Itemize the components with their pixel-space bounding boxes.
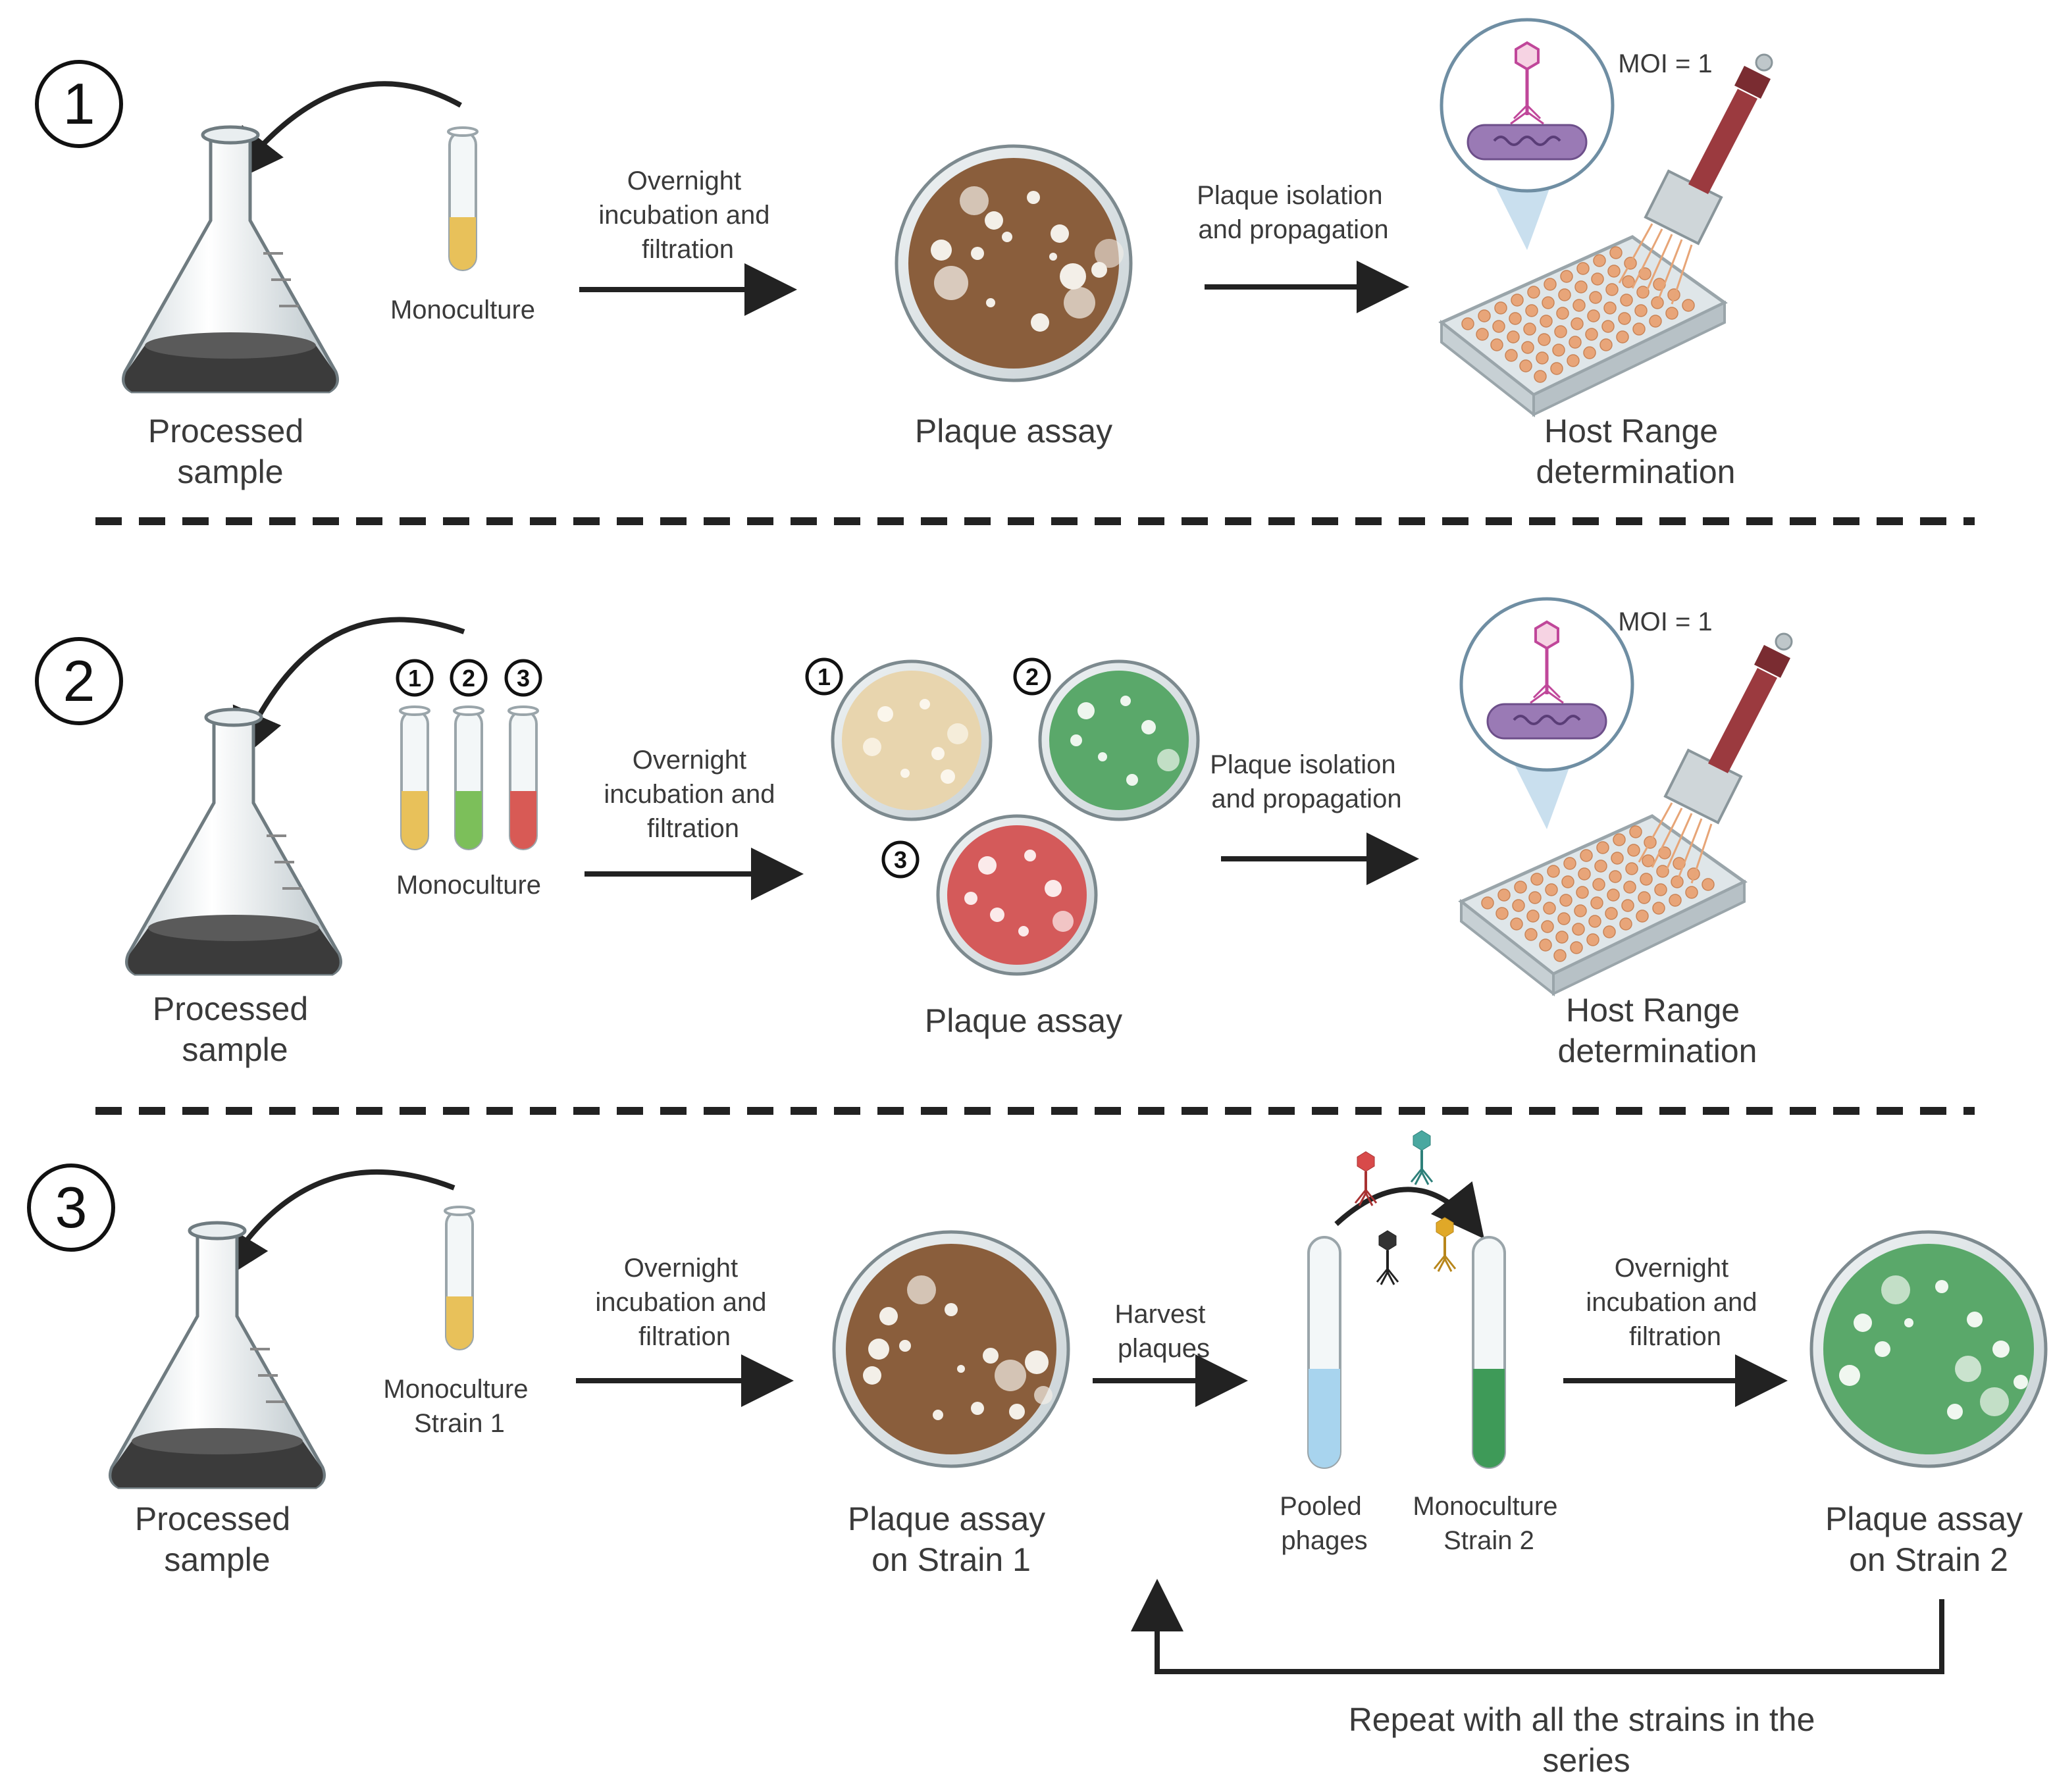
plate-number: 1 bbox=[818, 663, 831, 690]
plate-label: Plaque assay on Strain 1 bbox=[848, 1500, 1054, 1578]
test-tube-icon bbox=[453, 705, 484, 850]
pour-arrow bbox=[230, 81, 462, 183]
tube-number: 3 bbox=[517, 665, 530, 692]
step-label: Overnight incubation and filtration bbox=[598, 166, 777, 264]
step-label: Overnight incubation and filtration bbox=[1586, 1254, 1764, 1351]
plate-number-badge bbox=[805, 657, 1051, 879]
panel-3: 3 Processed sample Monoculture Strain 1 … bbox=[27, 1129, 2048, 1779]
panel-2: 2 Processed sample 1 2 3 Monoculture bbox=[35, 599, 1792, 1069]
flask-icon bbox=[124, 127, 338, 392]
petri-dish-icon bbox=[895, 144, 1133, 382]
test-tube-icon bbox=[444, 1206, 475, 1350]
petri-dish-icon bbox=[832, 1230, 1070, 1468]
plate-number: 3 bbox=[894, 846, 907, 873]
transfer-arrow bbox=[1334, 1181, 1484, 1239]
pour-arrow bbox=[232, 617, 465, 763]
culture2-label: Monoculture Strain 2 bbox=[1413, 1492, 1565, 1555]
plate-label: Plaque assay bbox=[915, 413, 1112, 449]
petri-dish-icon bbox=[831, 659, 993, 821]
phage-icon bbox=[1376, 1229, 1399, 1286]
microplate-pipette-icon bbox=[1461, 599, 1792, 994]
plate-label: Plaque assay on Strain 2 bbox=[1825, 1500, 2032, 1578]
panel-number-badge bbox=[35, 60, 123, 148]
microplate-pipette-icon bbox=[1442, 20, 1772, 415]
repeat-label: Repeat with all the strains in the serie… bbox=[1349, 1701, 1825, 1779]
pour-arrow bbox=[218, 1169, 455, 1283]
moi-label: MOI = 1 bbox=[1618, 607, 1712, 636]
tube-number: 2 bbox=[462, 665, 475, 692]
petri-dish-icon bbox=[1038, 659, 1200, 821]
test-tube-icon bbox=[1472, 1236, 1506, 1469]
step-label: Plaque isolation and propagation bbox=[1197, 181, 1390, 244]
test-tube-icon bbox=[507, 705, 539, 850]
host-range-label: Host Range determination bbox=[1536, 413, 1736, 490]
pooled-phages-label: Pooled phages bbox=[1280, 1492, 1369, 1555]
host-range-label: Host Range determination bbox=[1558, 992, 1757, 1069]
sample-label: Processed sample bbox=[135, 1500, 299, 1578]
culture-label: Monoculture bbox=[390, 295, 535, 324]
repeat-loop-arrow bbox=[1131, 1579, 1944, 1674]
panel-number: 3 bbox=[55, 1175, 88, 1240]
panel-number: 1 bbox=[63, 71, 95, 136]
panel-1: 1 Processed sample Monoculture Overnight… bbox=[35, 20, 1772, 490]
petri-dish-icon bbox=[1809, 1230, 2048, 1468]
step-label: Overnight incubation and filtration bbox=[604, 746, 782, 843]
phage-icon bbox=[1354, 1150, 1378, 1207]
test-tube-icon bbox=[399, 705, 430, 850]
culture-label: Monoculture bbox=[396, 871, 541, 900]
tube-number: 1 bbox=[408, 665, 421, 692]
plate-number: 2 bbox=[1026, 663, 1039, 690]
panel-number: 2 bbox=[63, 648, 95, 713]
plate-label: Plaque assay bbox=[925, 1002, 1122, 1039]
tube-number-badge bbox=[396, 659, 542, 697]
culture-label: Monoculture Strain 1 bbox=[383, 1375, 535, 1438]
flask-icon bbox=[111, 1223, 325, 1487]
panel-number-badge bbox=[35, 637, 123, 725]
flask-icon bbox=[127, 709, 341, 974]
step-label: Overnight incubation and filtration bbox=[595, 1254, 773, 1351]
petri-dish-icon bbox=[936, 814, 1098, 976]
panel-number-badge bbox=[27, 1164, 115, 1252]
test-tube-icon bbox=[1307, 1236, 1341, 1469]
sample-label: Processed sample bbox=[148, 413, 313, 490]
phage-icon bbox=[1410, 1129, 1434, 1186]
test-tube-icon bbox=[447, 126, 479, 271]
moi-label: MOI = 1 bbox=[1618, 49, 1712, 78]
phage-icon bbox=[1433, 1216, 1457, 1273]
sample-label: Processed sample bbox=[153, 990, 317, 1068]
step-label: Plaque isolation and propagation bbox=[1210, 750, 1403, 813]
harvest-label: Harvest plaques bbox=[1115, 1300, 1213, 1363]
